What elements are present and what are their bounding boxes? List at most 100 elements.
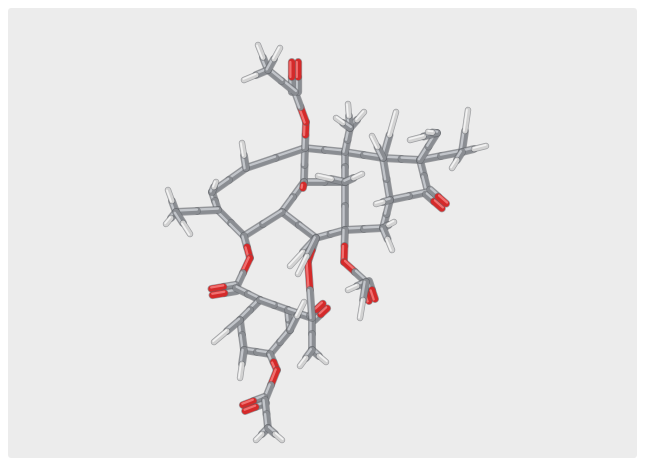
bond-69-b-shine [427,130,434,133]
bond-57-b [255,42,266,60]
bond-47-b1-shine [437,194,449,204]
bond-72-b [373,199,386,207]
bond-57-b-shine [256,44,263,59]
bond-19-b-shine [261,209,283,224]
bond-58-b [241,72,259,83]
bond-15-b-shine [244,155,277,168]
bond-80-b-shine [298,356,306,367]
bond-78-b [237,361,245,381]
bond-75-b [287,249,306,269]
bond-55-b [163,215,174,227]
bond-31-b1-shine [211,290,226,295]
bond-71-b-shine [352,172,363,178]
bond-19-b [259,208,286,228]
bond-67-b-shine [472,144,487,149]
bond-50-b1-shine [243,404,257,411]
bond-47-b0 [430,198,446,212]
bond-15-a-shine [273,145,306,158]
bond-60-b [354,109,367,123]
bond-82-b [357,297,366,321]
bond-73-b-shine [387,220,395,225]
bond-38-b-shine [259,297,276,305]
bond-68-b-shine [450,158,457,169]
bond-40-b0 [317,305,331,318]
bond-15-b [242,154,279,172]
bond-58-b-shine [242,73,257,80]
bond-47-b1 [434,193,450,207]
bond-43-b [306,286,316,322]
bond-31-b0 [208,283,227,293]
bond-65-b-shine [408,134,425,140]
bond-83-b-shine [254,432,263,441]
bond-69-b [425,129,435,135]
bond-81-b-shine [346,284,358,290]
bond-78-b-shine [238,362,242,379]
bond-74-b [385,236,395,253]
bond-76-a-shine [304,236,316,257]
bond-84-b [272,431,285,443]
bond-28-b-shine [300,183,304,189]
bond-76-b-shine [296,254,307,275]
bond-43-a-shine [305,260,310,292]
bond-50-b0 [239,397,257,409]
bond-43-a [304,258,314,294]
bond-62-b [333,115,346,126]
bond-53-b-shine [212,180,216,188]
bond-79-b [316,353,329,365]
bond-62-b-shine [335,116,345,123]
bond-83-b [253,431,265,443]
bond-54-b-shine [166,189,172,203]
bond-76-a [303,234,320,260]
bond-52-b-shine [240,142,244,157]
bond-31-b1 [209,289,228,299]
bond-46-b1 [368,286,379,303]
bond-43-b-shine [307,288,312,320]
bond-71-b [351,171,365,181]
bond-50-b0-shine [241,398,254,405]
bond-64-b-shine [370,135,378,149]
bond-73-b [386,219,397,228]
bond-82-a-shine [360,280,366,301]
bond-61-b [345,101,352,119]
bond-64-b [369,133,380,150]
bond-52-b [239,140,247,158]
bond-84-b-shine [274,432,284,441]
bond-75-b-shine [288,250,304,267]
bond-59-b-shine [272,46,280,60]
bond-53-b [211,179,219,190]
bond-72-b-shine [374,200,384,204]
bond-15-a [272,144,309,162]
bond-66-b [462,107,471,134]
bond-50-b1 [241,403,259,415]
bond-85-b-shine [295,300,304,317]
bond-46-b1-shine [369,289,375,301]
bond-55-b-shine [164,216,172,225]
bond-31-b0-shine [210,284,225,289]
bond-40-b1 [313,300,327,313]
bond-81-b [345,283,360,293]
bond-74-b-shine [385,238,392,252]
bond-85-b [294,299,307,319]
bond-60-b-shine [355,110,365,121]
bond-54-b [165,187,175,204]
bond-79-b-shine [318,354,328,363]
molecule-viewer[interactable] [8,8,637,458]
bond-59-b [271,45,283,62]
bond-77-b-shine [212,329,228,343]
bond-65-b [407,134,426,143]
bond-56-b-shine [181,222,190,236]
bond-40-b0-shine [318,306,328,315]
bond-63-b [387,109,399,138]
bond-56-b [180,220,193,237]
bond-70-b-shine [317,174,333,179]
bond-66-b-shine [463,108,468,132]
bond-68-b [449,157,460,171]
bond-76-b [295,253,310,277]
bond-70-b [315,173,334,182]
molecule-stick-model [162,41,490,444]
bond-38-b [256,296,278,309]
bond-63-b-shine [387,110,396,136]
bond-47-b0-shine [433,199,444,209]
bond-67-b [471,143,489,152]
bond-61-b-shine [346,103,349,117]
